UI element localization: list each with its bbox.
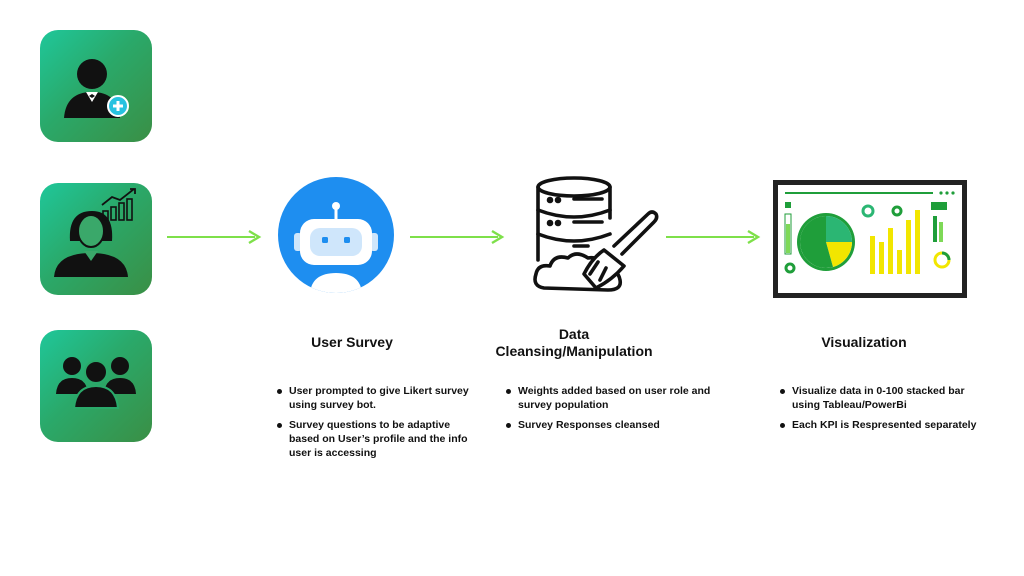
manager-add-icon xyxy=(64,59,129,118)
list-item: Visualize data in 0-100 stacked bar usin… xyxy=(778,384,978,412)
team-group-icon xyxy=(56,357,136,409)
dashboard-monitor-icon xyxy=(773,180,967,298)
stage-title-user-survey: User Survey xyxy=(311,334,393,350)
database-cleaning-icon xyxy=(533,176,659,292)
robot-bot-icon xyxy=(278,177,394,293)
arrow-to-survey xyxy=(167,229,262,245)
list-item: Weights added based on user role and sur… xyxy=(504,384,714,412)
data-cleansing-bullets: Weights added based on user role and sur… xyxy=(504,384,714,438)
visualization-bullets: Visualize data in 0-100 stacked bar usin… xyxy=(778,384,978,438)
arrow-to-cleansing xyxy=(410,229,505,245)
stage-title-line1: Data xyxy=(558,326,590,342)
list-item: User prompted to give Likert survey usin… xyxy=(275,384,475,412)
list-item: Survey questions to be adaptive based on… xyxy=(275,418,475,460)
persona-tile-analyst xyxy=(40,183,152,295)
stage-title-data-cleansing: Data Cleansing/Manipulation xyxy=(474,326,674,360)
persona-tile-manager xyxy=(40,30,152,142)
stage-title-line2: Cleansing/Manipulation xyxy=(495,343,653,359)
list-item: Survey Responses cleansed xyxy=(504,418,714,432)
persona-tile-team xyxy=(40,330,152,442)
analyst-growth-icon xyxy=(54,188,136,277)
list-item: Each KPI is Respresented separately xyxy=(778,418,978,432)
user-survey-bullets: User prompted to give Likert survey usin… xyxy=(275,384,475,466)
stage-title-visualization: Visualization xyxy=(821,334,907,350)
arrow-to-visualization xyxy=(666,229,761,245)
